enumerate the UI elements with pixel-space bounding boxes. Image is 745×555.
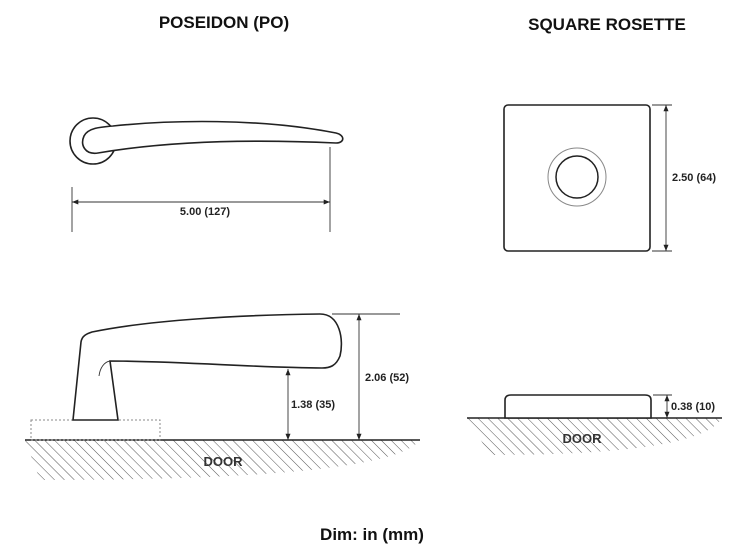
lever-projection-dimension: 2.06 (52) bbox=[365, 372, 409, 384]
units-footer: Dim: in (mm) bbox=[320, 525, 424, 544]
door-label-right: DOOR bbox=[563, 431, 603, 446]
lever-clearance-dimension: 1.38 (35) bbox=[291, 399, 335, 411]
lever-side-view: 1.38 (35) 2.06 (52) DOOR bbox=[25, 313, 420, 480]
door-label-left: DOOR bbox=[204, 454, 244, 469]
rosette-title: SQUARE ROSETTE bbox=[528, 15, 686, 34]
door-hatch bbox=[25, 440, 420, 480]
rosette-front-view: 2.50 (64) bbox=[503, 104, 716, 252]
lever-top-view: 5.00 (127) bbox=[69, 117, 344, 232]
lever-length-dimension: 5.00 (127) bbox=[180, 206, 230, 218]
door-hatch-right bbox=[467, 418, 722, 455]
rosette-thickness-dimension: 0.38 (10) bbox=[671, 401, 715, 413]
rosette-side-view: 0.38 (10) DOOR bbox=[467, 394, 722, 455]
rosette-size-dimension: 2.50 (64) bbox=[672, 172, 716, 184]
lever-title: POSEIDON (PO) bbox=[159, 13, 289, 32]
